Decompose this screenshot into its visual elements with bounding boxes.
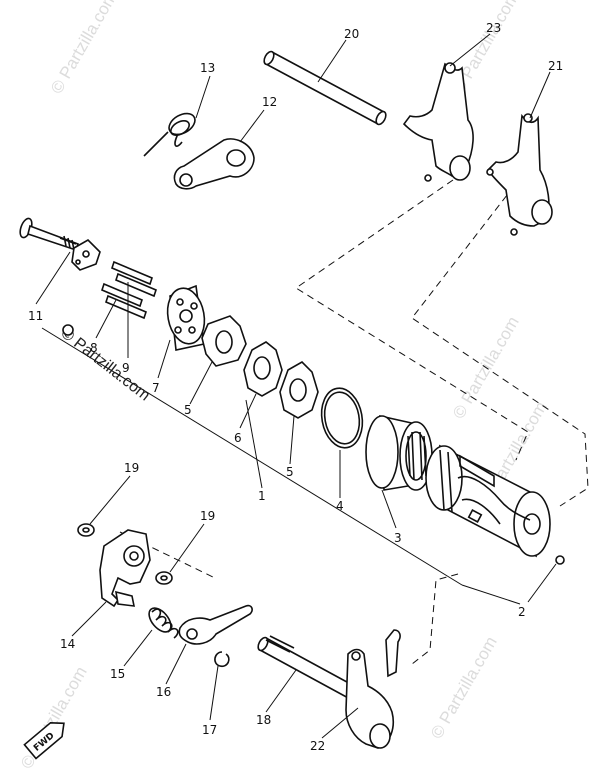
label-part-18: 18	[256, 713, 271, 727]
part-23-shift-fork	[402, 62, 474, 182]
part-5-plate-b	[279, 361, 319, 419]
part-11-plate	[71, 239, 101, 271]
watermark: © Partzilla.com	[427, 633, 501, 742]
label-part-11: 11	[28, 309, 43, 323]
part-11-bolt	[19, 217, 80, 252]
label-part-5-a: 5	[184, 403, 192, 417]
label-part-6: 6	[234, 431, 242, 445]
watermark: © Partzilla.com	[47, 0, 121, 97]
label-part-9: 9	[122, 361, 130, 375]
part-16-lever	[178, 604, 253, 645]
label-part-19-b: 19	[200, 509, 215, 523]
label-part-3: 3	[394, 531, 402, 545]
part-8-pins	[101, 282, 147, 320]
part-19-washer-b	[155, 571, 173, 585]
label-part-13: 13	[200, 61, 215, 75]
part-19-washer-a	[77, 523, 95, 537]
label-part-1: 1	[258, 489, 266, 503]
part-labels: 20 23 21 13 12 11 8 9 7 5 6 5 4 3 1 2 19…	[28, 21, 563, 753]
part-6-plate	[243, 341, 283, 397]
part-3-bearing	[365, 414, 433, 491]
label-part-20: 20	[344, 27, 359, 41]
label-part-2: 2	[518, 605, 526, 619]
label-part-4: 4	[336, 499, 344, 513]
watermark: © Partzilla.com	[17, 663, 91, 772]
watermark: © Partzilla.com	[58, 325, 153, 405]
label-part-23: 23	[486, 21, 501, 35]
part-14-lever	[99, 529, 151, 608]
leader-lines	[35, 33, 557, 739]
part-22-shift-fork	[345, 629, 401, 749]
label-part-7: 7	[152, 381, 160, 395]
assembly-axis-lines	[41, 327, 521, 605]
label-part-21: 21	[548, 59, 563, 73]
label-part-22: 22	[310, 739, 325, 753]
part-15-spring	[148, 607, 179, 639]
part-17-circlip	[214, 651, 230, 668]
dashed-guide-lines	[119, 179, 589, 665]
label-part-14: 14	[60, 637, 75, 651]
label-part-17: 17	[202, 723, 217, 737]
label-part-16: 16	[156, 685, 171, 699]
part-13-spring	[143, 112, 196, 157]
part-11-screw	[62, 324, 74, 336]
label-part-15: 15	[110, 667, 125, 681]
label-part-5-b: 5	[286, 465, 294, 479]
part-2-shift-drum	[425, 444, 551, 558]
part-21-shift-fork	[486, 113, 553, 236]
part-5-plate-a	[201, 315, 247, 367]
part-7-pin-holder	[166, 284, 206, 351]
label-part-19-a: 19	[124, 461, 139, 475]
part-12-stopper-lever	[173, 138, 255, 190]
part-4-circlip	[320, 387, 364, 449]
label-part-12: 12	[262, 95, 277, 109]
part-20-shift-fork-shaft	[263, 50, 387, 126]
part-2-pin	[555, 555, 565, 565]
label-part-8: 8	[90, 341, 98, 355]
part-9-pins	[111, 260, 157, 298]
